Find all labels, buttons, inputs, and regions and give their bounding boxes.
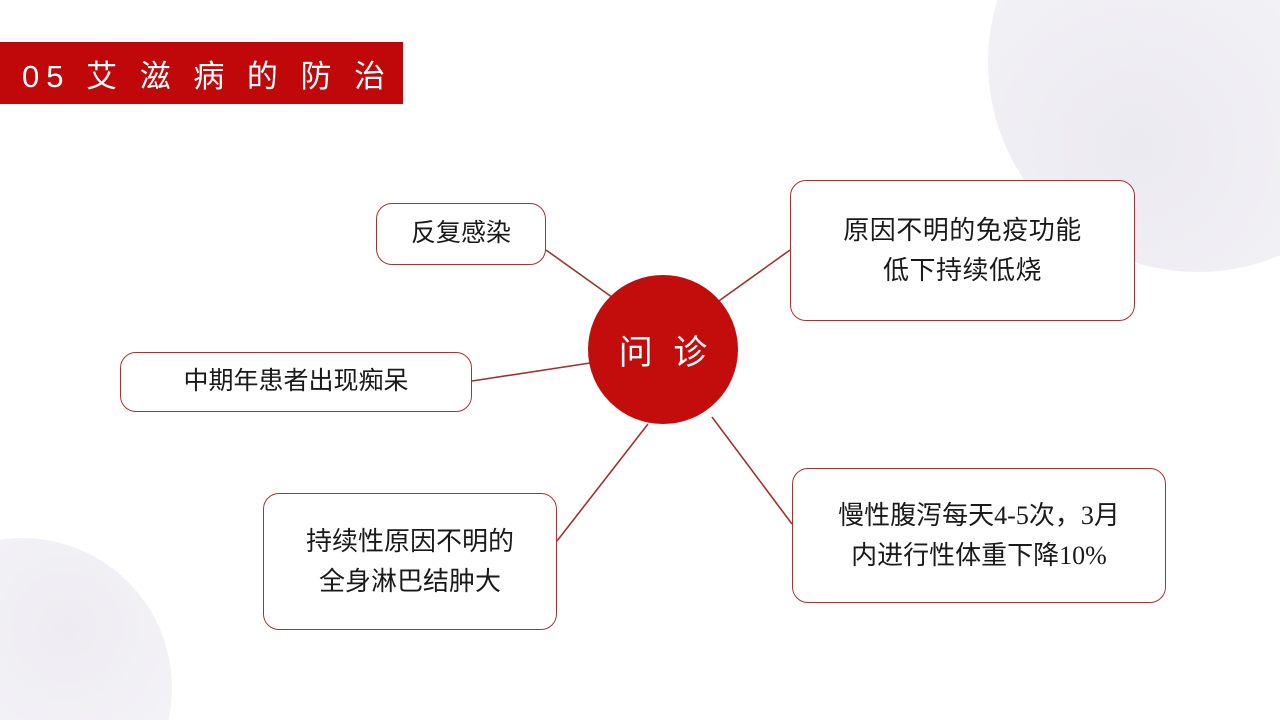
node-text-line: 原因不明的免疫功能 (843, 215, 1082, 245)
node-text-line: 全身淋巴结肿大 (318, 566, 501, 596)
mindmap-node-lymph[interactable]: 持续性原因不明的 全身淋巴结肿大 (263, 493, 557, 630)
mindmap-node-immune-fever[interactable]: 原因不明的免疫功能 低下持续低烧 (790, 180, 1135, 321)
connector-to-repeat-infection (545, 249, 617, 301)
node-text-line: 内进行性体重下降10% (851, 540, 1107, 570)
mindmap-node-diarrhea[interactable]: 慢性腹泻每天4-5次，3月 内进行性体重下降10% (792, 468, 1166, 603)
node-text-line: 反复感染 (410, 220, 511, 247)
mindmap-node-repeat-infection[interactable]: 反复感染 (376, 203, 546, 265)
connector-to-diarrhea (711, 416, 793, 525)
node-text-line: 慢性腹泻每天4-5次，3月 (838, 500, 1120, 530)
mindmap-center-label: 问 诊 (618, 335, 714, 372)
connector-to-lymph (556, 423, 649, 542)
node-text-line: 持续性原因不明的 (305, 526, 514, 556)
connector-to-dementia (471, 362, 591, 382)
page-title: 05 艾 滋 病 的 防 治 (22, 58, 393, 94)
node-text-line: 中期年患者出现痴呆 (183, 368, 409, 395)
node-text-line: 低下持续低烧 (882, 255, 1042, 285)
mindmap-node-dementia[interactable]: 中期年患者出现痴呆 (120, 352, 472, 412)
connector-to-immune-fever (715, 249, 791, 304)
mindmap-center-node[interactable]: 问 诊 (588, 275, 738, 424)
section-title-bar: 05 艾 滋 病 的 防 治 (0, 42, 403, 104)
